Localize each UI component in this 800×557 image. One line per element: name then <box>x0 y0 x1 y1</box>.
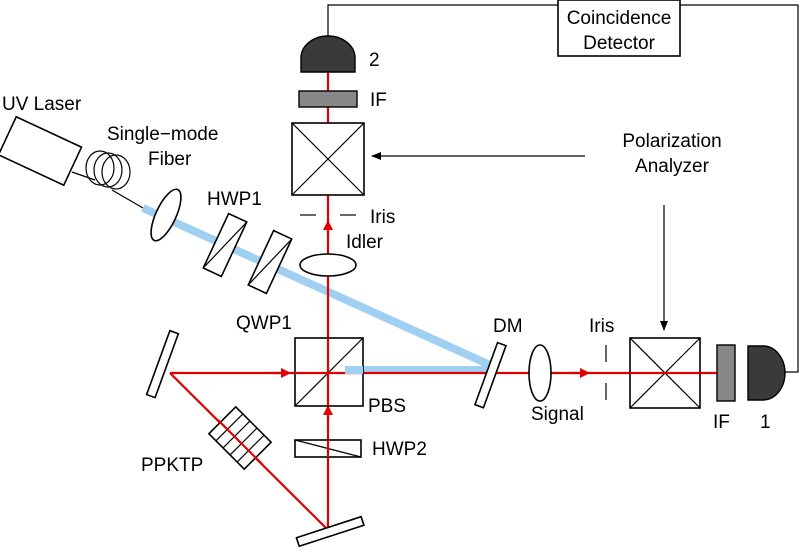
detector-2-cable <box>327 4 558 40</box>
uv-pump-beam <box>141 204 492 369</box>
signal-lens <box>528 344 552 402</box>
idler-polarization-analyzer <box>291 122 365 196</box>
ppktp-label: PPKTP <box>141 455 203 476</box>
analyzer-label-line1: Polarization <box>622 131 721 152</box>
detector-2-icon <box>300 35 356 73</box>
if-right-label: IF <box>713 412 730 433</box>
hwp1-waveplate <box>202 212 248 278</box>
coincidence-detector-box <box>557 0 681 57</box>
fiber-label-line2: Fiber <box>148 149 192 170</box>
hwp2-label: HWP2 <box>372 439 427 460</box>
qwp1-waveplate <box>247 229 293 295</box>
idler-lens <box>299 253 357 277</box>
detector-1-icon <box>747 345 786 401</box>
fiber-coil-icon <box>85 150 131 190</box>
detector-2-label: 2 <box>369 50 380 71</box>
iris-right-label: Iris <box>589 316 614 337</box>
idler-interference-filter <box>298 90 358 108</box>
left-mirror <box>145 329 180 399</box>
detector-1-cable <box>680 4 799 373</box>
if-top-label: IF <box>370 90 387 111</box>
idler-label: Idler <box>346 232 384 253</box>
signal-label: Signal <box>531 404 584 425</box>
diagonal-beam-over-ppktp <box>217 419 263 465</box>
signal-interference-filter <box>716 344 736 402</box>
ppktp-crystal <box>207 405 273 471</box>
detector-1-label: 1 <box>760 412 771 433</box>
uv-laser-label: UV Laser <box>2 94 82 115</box>
fiber-output-line <box>111 189 144 209</box>
fiber-output-lens <box>150 188 182 242</box>
dichroic-mirror <box>473 341 508 409</box>
iris-top-label: Iris <box>370 207 395 228</box>
coincidence-label-line1: Coincidence <box>567 8 672 29</box>
analyzer-label-line2: Analyzer <box>635 156 710 177</box>
laser-to-fiber-line <box>71 171 96 181</box>
uv-laser-body <box>0 115 83 187</box>
bottom-mirror <box>295 515 365 548</box>
qwp1-label: QWP1 <box>236 313 292 334</box>
fiber-label-line1: Single−mode <box>107 124 218 145</box>
hwp1-label: HWP1 <box>207 189 262 210</box>
dm-label: DM <box>493 316 523 337</box>
coincidence-label-line2: Detector <box>583 33 655 54</box>
pbs-label: PBS <box>368 396 406 417</box>
